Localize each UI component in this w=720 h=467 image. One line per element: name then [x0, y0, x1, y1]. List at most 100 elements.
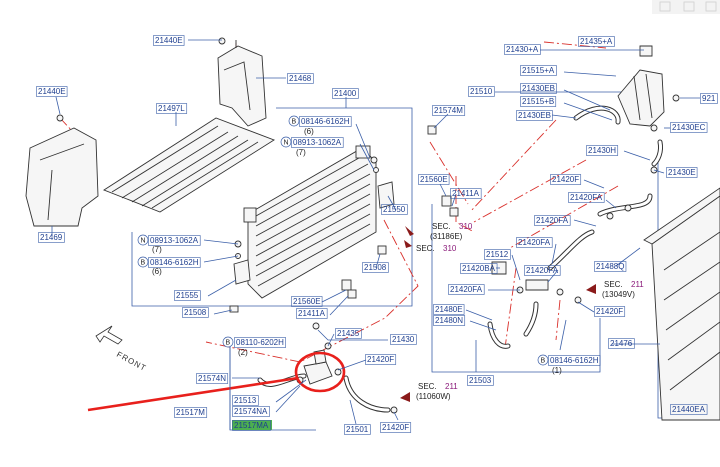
mount-rubber-part [229, 305, 239, 313]
part-label-21574N[interactable]: 21574N [198, 374, 226, 383]
part-label-box [344, 424, 371, 435]
part-label-box [450, 188, 482, 199]
part-label-21503[interactable]: 21503 [469, 376, 492, 385]
quantity-label: (7) [152, 245, 162, 254]
part-label-21515A[interactable]: 21515+A [522, 66, 555, 75]
part-label-21512[interactable]: 21512 [486, 250, 509, 259]
part-label-21574M[interactable]: 21574M [434, 106, 463, 115]
clip-21574M-part [427, 125, 437, 135]
section-ref-number[interactable]: 310 [443, 244, 457, 253]
part-label-21510[interactable]: 21510 [470, 87, 493, 96]
section-ref-number[interactable]: 211 [631, 280, 644, 289]
part-label-21440E[interactable]: 21440E [38, 87, 66, 96]
section-references: SEC. 310 (31186E) SEC. 310 SEC. 211 (130… [416, 222, 644, 401]
section-ref-number[interactable]: 310 [459, 222, 473, 231]
part-label-box [520, 83, 557, 94]
part-label-21550[interactable]: 21550 [383, 205, 406, 214]
section-arrow-icon [400, 392, 410, 402]
part-label-921[interactable]: 921 [702, 94, 716, 103]
part-label-21517MA-highlighted[interactable]: 21517MA [234, 421, 269, 430]
part-label-box [156, 103, 188, 114]
part-label-21420F[interactable]: 21420F [367, 355, 394, 364]
part-label-08110-6202H[interactable]: 08110-6202H [236, 338, 284, 347]
part-label-21501[interactable]: 21501 [346, 425, 369, 434]
part-label-21420F[interactable]: 21420F [382, 423, 409, 432]
part-label-21497L[interactable]: 21497L [158, 104, 185, 113]
part-label-21420FA[interactable]: 21420FA [450, 285, 483, 294]
part-label-21420FA[interactable]: 21420FA [570, 193, 603, 202]
part-label-box [418, 174, 450, 185]
radiator-tank-part [243, 207, 257, 223]
part-label-21430E[interactable]: 21430E [668, 168, 696, 177]
part-label-21411A[interactable]: 21411A [452, 189, 480, 198]
part-label-box [296, 308, 328, 319]
part-label-21555[interactable]: 21555 [176, 291, 199, 300]
part-label-box [148, 257, 201, 268]
part-label-box [362, 262, 389, 273]
part-label-21430EB[interactable]: 21430EB [518, 111, 551, 120]
part-label-21420FA[interactable]: 21420FA [526, 266, 559, 275]
bolt-type-marker-letter: B [292, 119, 297, 126]
part-label-08146-6162H[interactable]: 08146-6162H [550, 356, 599, 365]
part-label-21508[interactable]: 21508 [184, 308, 207, 317]
part-label-box [380, 422, 412, 433]
part-label-21560E[interactable]: 21560E [293, 297, 321, 306]
part-label-21513[interactable]: 21513 [234, 396, 257, 405]
part-label-21435A[interactable]: 21435+A [580, 37, 613, 46]
part-label-21430EB[interactable]: 21430EB [522, 84, 555, 93]
air-guide-left-part [25, 127, 99, 227]
part-label-21560E[interactable]: 21560E [420, 175, 448, 184]
clamp-icon [624, 204, 632, 212]
clamp-icon [556, 288, 564, 296]
front-direction-arrow-icon [95, 325, 123, 345]
part-label-box [568, 192, 605, 203]
part-label-21508[interactable]: 21508 [364, 263, 387, 272]
part-label-box [232, 420, 271, 431]
part-label-21440EA[interactable]: 21440EA [672, 405, 706, 414]
part-label-21476[interactable]: 21476 [610, 339, 633, 348]
part-label-21430A[interactable]: 21430+A [506, 45, 539, 54]
nut-type-n-marker [280, 136, 292, 148]
section-arrow-icon [586, 284, 596, 294]
part-label-21420FA[interactable]: 21420FA [536, 216, 569, 225]
part-label-21574NA[interactable]: 21574NA [234, 407, 268, 416]
part-label-21469[interactable]: 21469 [40, 233, 63, 242]
section-ref-word: SEC. [432, 222, 451, 231]
part-label-21517M[interactable]: 21517M [176, 408, 205, 417]
part-label-21468[interactable]: 21468 [289, 74, 312, 83]
highlight-pointer-line [87, 376, 299, 412]
part-label-08146-6162H[interactable]: 08146-6162H [301, 117, 350, 126]
part-label-21515B[interactable]: 21515+B [522, 97, 554, 106]
highlighted-part-badge [232, 420, 272, 430]
part-label-21420BA[interactable]: 21420BA [462, 264, 496, 273]
part-label-21435[interactable]: 21435 [337, 329, 360, 338]
overflow-hose-detail [652, 140, 662, 166]
washer-icon [373, 167, 379, 173]
part-label-08913-1062A[interactable]: 08913-1062A [150, 236, 199, 245]
section-ref-code: (31186E) [430, 232, 463, 241]
part-label-box [578, 36, 615, 47]
part-label-21420F[interactable]: 21420F [596, 307, 623, 316]
part-label-box [299, 116, 352, 127]
part-label-box [182, 307, 209, 318]
part-label-21488Q[interactable]: 21488Q [596, 262, 624, 271]
part-label-21430[interactable]: 21430 [392, 335, 415, 344]
part-label-21480N[interactable]: 21480N [435, 316, 463, 325]
part-label-box [666, 167, 698, 178]
clamp-icon [334, 368, 342, 376]
nut-type-marker-letter: N [284, 140, 289, 147]
part-label-08146-6162H[interactable]: 08146-6162H [150, 258, 199, 267]
dash-line [473, 159, 587, 223]
part-label-box [153, 35, 185, 46]
part-label-21420F[interactable]: 21420F [552, 175, 579, 184]
section-ref-number[interactable]: 211 [445, 382, 458, 391]
part-label-21430H[interactable]: 21430H [588, 146, 616, 155]
part-label-21430EC[interactable]: 21430EC [672, 123, 706, 132]
part-label-08913-1062A[interactable]: 08913-1062A [293, 138, 342, 147]
part-label-21440E[interactable]: 21440E [155, 36, 183, 45]
part-label-21411A[interactable]: 21411A [298, 309, 326, 318]
part-label-21420FA[interactable]: 21420FA [518, 238, 551, 247]
part-label-21480E[interactable]: 21480E [435, 305, 463, 314]
part-label-21400[interactable]: 21400 [334, 89, 357, 98]
